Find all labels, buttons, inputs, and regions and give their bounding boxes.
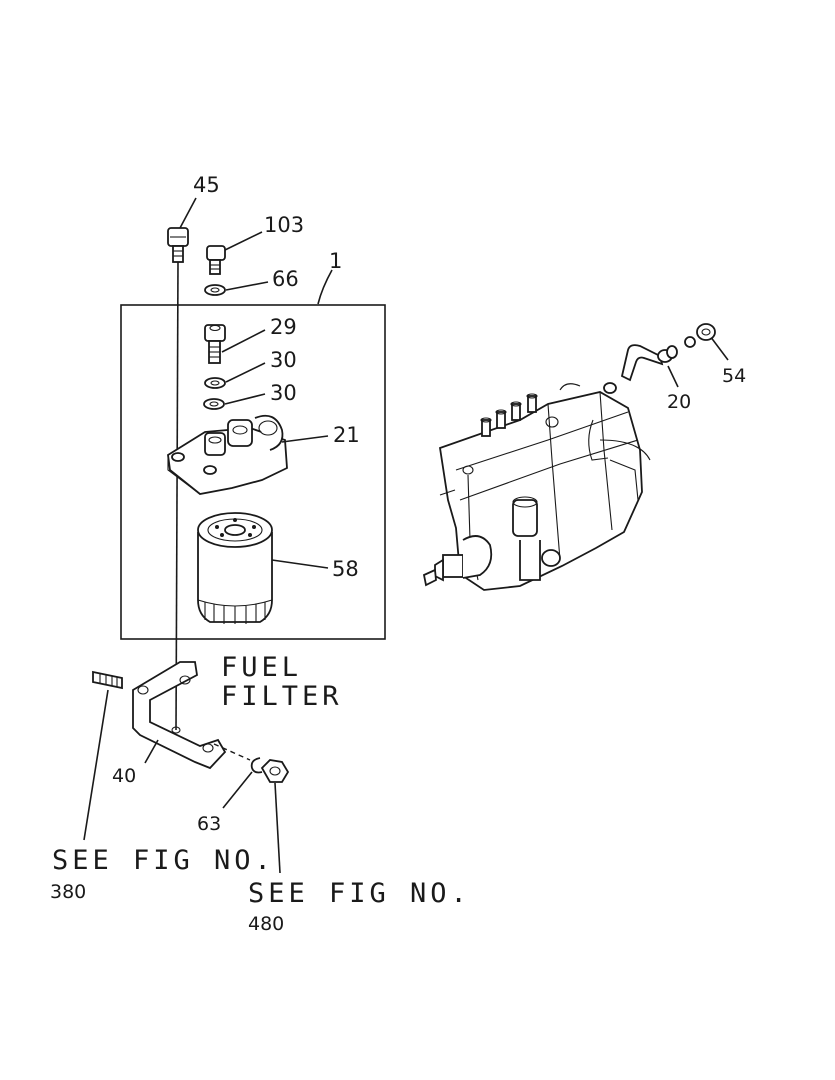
- callout-58: 58: [332, 557, 359, 581]
- reference-1-text: SEE FIG NO.: [52, 845, 275, 876]
- stud-bolt-icon: [92, 670, 123, 690]
- bolt-45-axis-line: [175, 261, 179, 731]
- cap-54-icon: [696, 323, 716, 341]
- filter-cartridge-58-icon: [197, 512, 273, 624]
- callout-1: 1: [329, 249, 342, 273]
- callout-103: 103: [264, 213, 304, 237]
- callout-29: 29: [270, 315, 297, 339]
- bracket-40-icon: [132, 661, 227, 770]
- callout-30-lower: 30: [270, 381, 297, 405]
- washer-30-lower-icon: [203, 398, 225, 410]
- washer-30-upper-icon: [204, 377, 226, 389]
- callout-63: 63: [197, 813, 221, 835]
- bolt-29-icon: [204, 324, 226, 364]
- callout-45: 45: [193, 173, 220, 197]
- lock-washer-63-icon: [250, 757, 263, 774]
- caption-line-1: FUEL: [221, 652, 302, 683]
- callout-66: 66: [272, 267, 299, 291]
- caption-line-2: FILTER: [221, 681, 343, 712]
- reference-1-number: 380: [50, 881, 86, 903]
- filter-head-21-icon: [167, 414, 288, 495]
- bolt-103-icon: [206, 245, 226, 275]
- callout-54: 54: [722, 365, 746, 387]
- nut-icon: [260, 759, 290, 783]
- callout-21: 21: [333, 423, 360, 447]
- reference-2-text: SEE FIG NO.: [248, 878, 471, 909]
- hose-20-icon: [620, 344, 678, 382]
- washer-66-icon: [204, 284, 226, 296]
- callout-40: 40: [112, 765, 136, 787]
- filter-assembly-box: [120, 304, 386, 640]
- washer-near-54-icon: [684, 336, 696, 348]
- reference-2-number: 480: [248, 913, 284, 935]
- callout-20: 20: [667, 391, 691, 413]
- callout-30-upper: 30: [270, 348, 297, 372]
- injection-pump-icon: [422, 382, 651, 591]
- bolt-45-icon: [167, 227, 189, 263]
